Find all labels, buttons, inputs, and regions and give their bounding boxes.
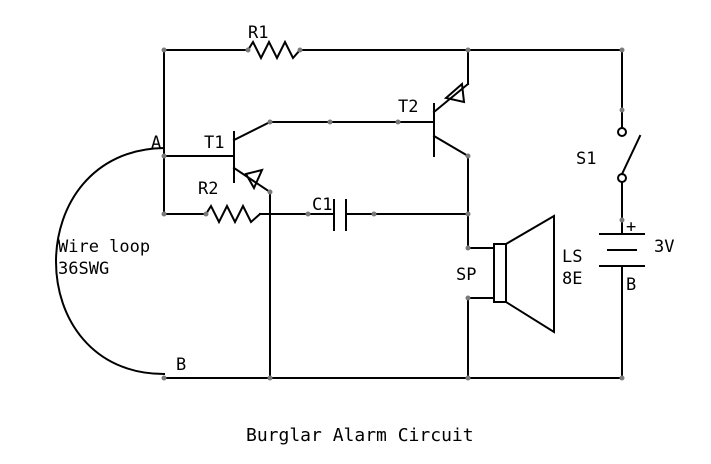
transistor-t1 xyxy=(232,131,272,194)
label-battery-voltage: 3V xyxy=(654,237,674,257)
label-node-b: B xyxy=(176,355,186,375)
label-t2: T2 xyxy=(398,97,418,117)
resistor-r2 xyxy=(204,203,262,225)
resistor-r1 xyxy=(246,39,302,61)
label-battery-plus: + xyxy=(626,217,636,237)
label-node-a: A xyxy=(151,133,161,153)
label-battery-b: B xyxy=(626,275,636,295)
battery xyxy=(599,233,645,267)
loudspeaker xyxy=(493,214,555,334)
transistor-t2 xyxy=(432,81,470,158)
wire-loop-arc xyxy=(55,146,166,376)
label-r2: R2 xyxy=(198,179,218,199)
label-ls-value: 8E xyxy=(562,269,582,289)
switch-s1 xyxy=(617,127,642,183)
junction-dots xyxy=(161,47,625,381)
label-c1: C1 xyxy=(312,195,332,215)
diagram-caption: Burglar Alarm Circuit xyxy=(246,425,474,446)
label-wire-loop: Wire loop xyxy=(58,237,150,257)
label-sp: SP xyxy=(456,265,476,285)
label-r1: R1 xyxy=(248,23,268,43)
capacitor-c1 xyxy=(333,199,347,231)
label-t1: T1 xyxy=(204,133,224,153)
label-wire-gauge: 36SWG xyxy=(58,259,109,279)
label-s1: S1 xyxy=(576,149,596,169)
label-ls: LS xyxy=(562,247,582,267)
